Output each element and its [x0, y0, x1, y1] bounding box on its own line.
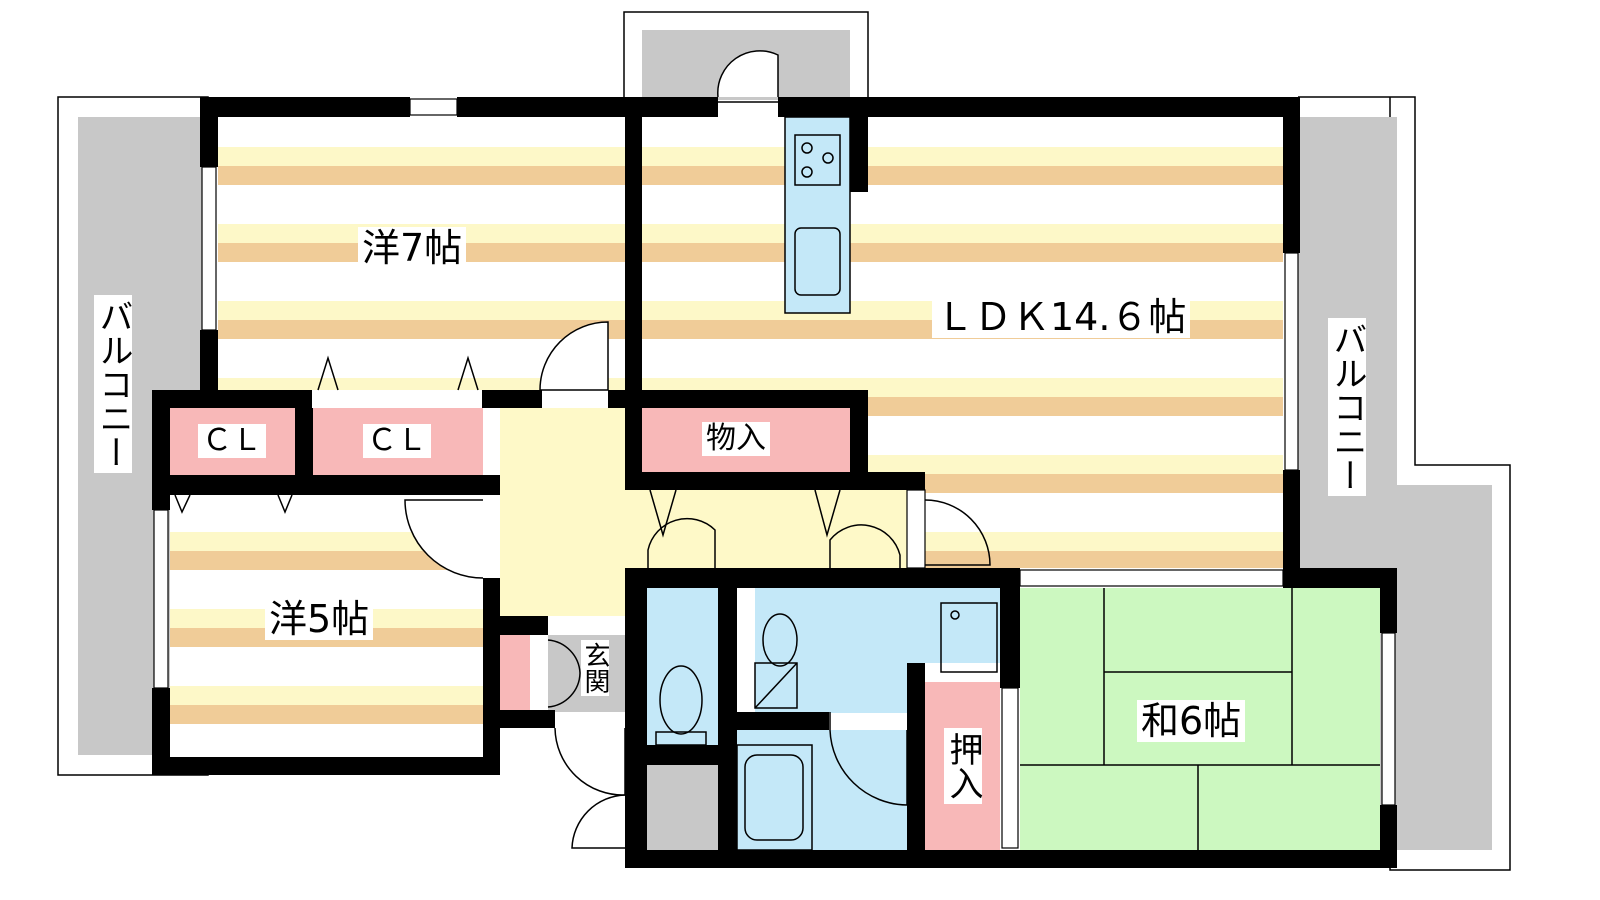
room-label-ldk: ＬＤＫ14.６帖 — [932, 296, 1191, 338]
room-label-japanese-6: 和6帖 — [1137, 700, 1246, 742]
doors — [174, 50, 991, 849]
balcony-label-right: バルコニー — [1327, 318, 1367, 496]
closet-label-1: ＣＬ — [198, 424, 266, 458]
oshiire-label: 押入 — [943, 728, 983, 804]
washbasin — [754, 602, 998, 709]
shoe-cabinet — [500, 635, 530, 710]
walls — [152, 97, 1397, 868]
storage-gray — [642, 765, 718, 850]
entrance-label: 玄関 — [580, 640, 610, 696]
closet-label-2: ＣＬ — [363, 424, 431, 458]
storage-label: 物入 — [702, 422, 770, 456]
hallway-floor — [500, 408, 910, 616]
windows — [153, 98, 1396, 849]
room-label-western-7: 洋7帖 — [358, 227, 467, 269]
washroom — [737, 588, 1000, 850]
kitchen-counter — [784, 116, 851, 314]
room-label-western-5: 洋5帖 — [265, 598, 374, 640]
balcony-label-left: バルコニー — [93, 295, 133, 473]
